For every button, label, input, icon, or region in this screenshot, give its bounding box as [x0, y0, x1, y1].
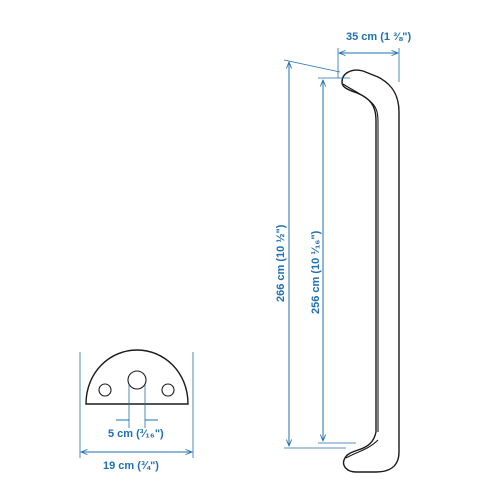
screw-hole-right [161, 383, 175, 397]
width-label: 19 cm (¾") [103, 460, 159, 472]
screw-hole-left [98, 383, 112, 397]
handle-end-view [85, 349, 189, 405]
handle-foot-curve [345, 439, 379, 459]
handle-outline [341, 69, 400, 473]
overall-length-dimension: 266 cm (10 ½") [275, 59, 346, 449]
handle-side-view [341, 69, 400, 473]
width-dimension: 19 cm (¾") [79, 352, 194, 472]
depth-dimension: 35 cm (1 ⅜") [337, 31, 411, 82]
hole-diameter-dimension: 5 cm (³⁄₁₆") [108, 385, 164, 440]
handle-inner-edge [342, 83, 379, 432]
overall-length-label: 266 cm (10 ½") [275, 224, 287, 302]
depth-label: 35 cm (1 ⅜") [346, 31, 411, 43]
screw-hole-center [127, 370, 147, 390]
hole-spacing-dimension: 256 cm (10 ¹⁄₁₆") [310, 77, 356, 444]
hole-diameter-label: 5 cm (³⁄₁₆") [108, 428, 164, 440]
hole-spacing-label: 256 cm (10 ¹⁄₁₆") [310, 230, 322, 314]
end-view-outline [85, 349, 189, 405]
